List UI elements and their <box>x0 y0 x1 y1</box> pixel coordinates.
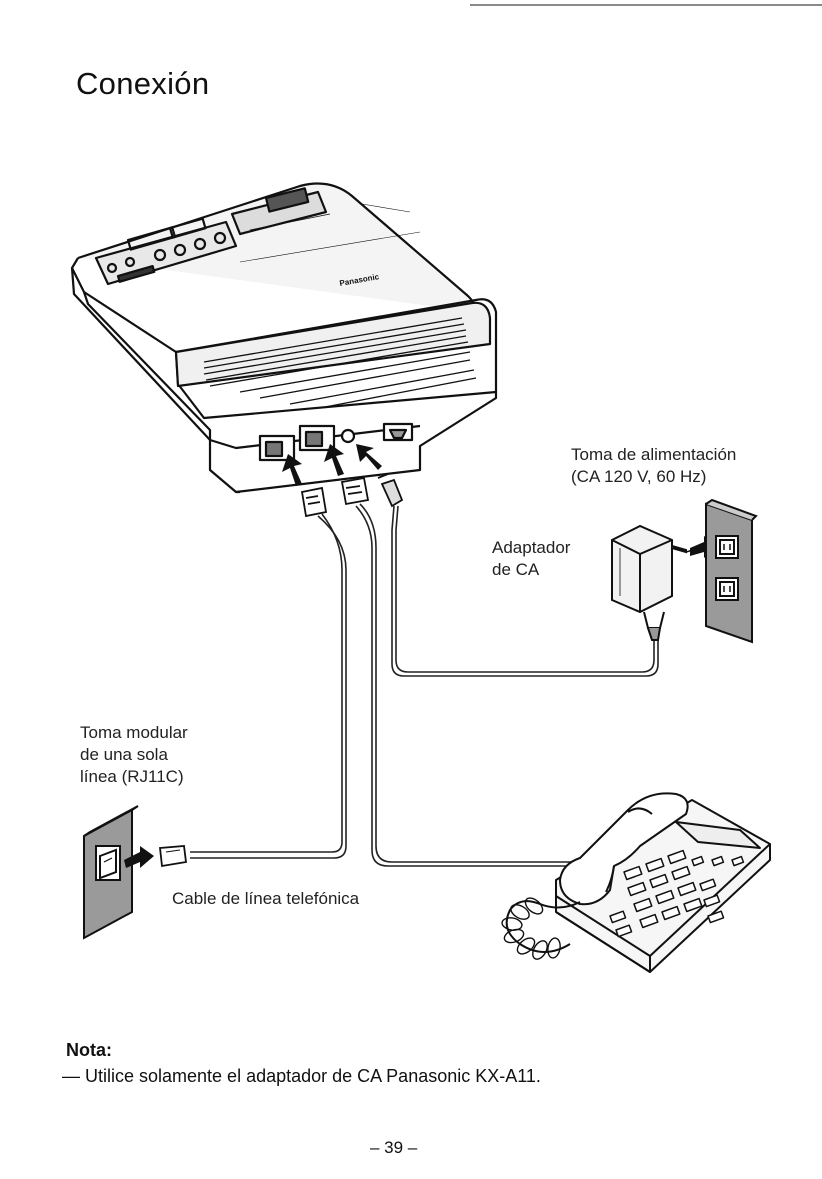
phone-cable-label: Cable de línea telefónica <box>172 888 359 910</box>
modular-jack <box>83 805 139 940</box>
phone-cable-label-text: Cable de línea telefónica <box>172 889 360 908</box>
power-outlet-label-line2: (CA 120 V, 60 Hz) <box>571 467 707 486</box>
wall-outlet <box>705 498 758 644</box>
plugs <box>300 473 404 518</box>
power-outlet-label-line1: Toma de alimentación <box>571 445 737 464</box>
jack-arrow <box>124 845 188 868</box>
note-text: — Utilice solamente el adaptador de CA P… <box>62 1066 541 1086</box>
answering-machine: Panasonic <box>70 182 498 494</box>
page-number: – 39 – <box>370 1138 418 1157</box>
ac-adaptor-label-line1: Adaptador <box>492 538 571 557</box>
telephone <box>501 792 771 973</box>
cords <box>190 503 659 867</box>
modular-jack-label-line2: de una sola <box>80 745 168 764</box>
plug-arrows <box>282 444 382 486</box>
ac-adaptor-label-line2: de CA <box>492 560 540 579</box>
power-outlet-label: Toma de alimentación (CA 120 V, 60 Hz) <box>571 444 736 488</box>
note-heading: Nota: <box>66 1040 112 1060</box>
header-rule <box>470 4 822 6</box>
page-title: Conexión <box>76 66 210 101</box>
modular-jack-label: Toma modular de una sola línea (RJ11C) <box>80 722 188 788</box>
ac-adaptor <box>611 524 701 641</box>
modular-jack-label-line1: Toma modular <box>80 723 188 742</box>
modular-jack-label-line3: línea (RJ11C) <box>80 767 184 786</box>
ac-adaptor-label: Adaptador de CA <box>492 537 570 581</box>
